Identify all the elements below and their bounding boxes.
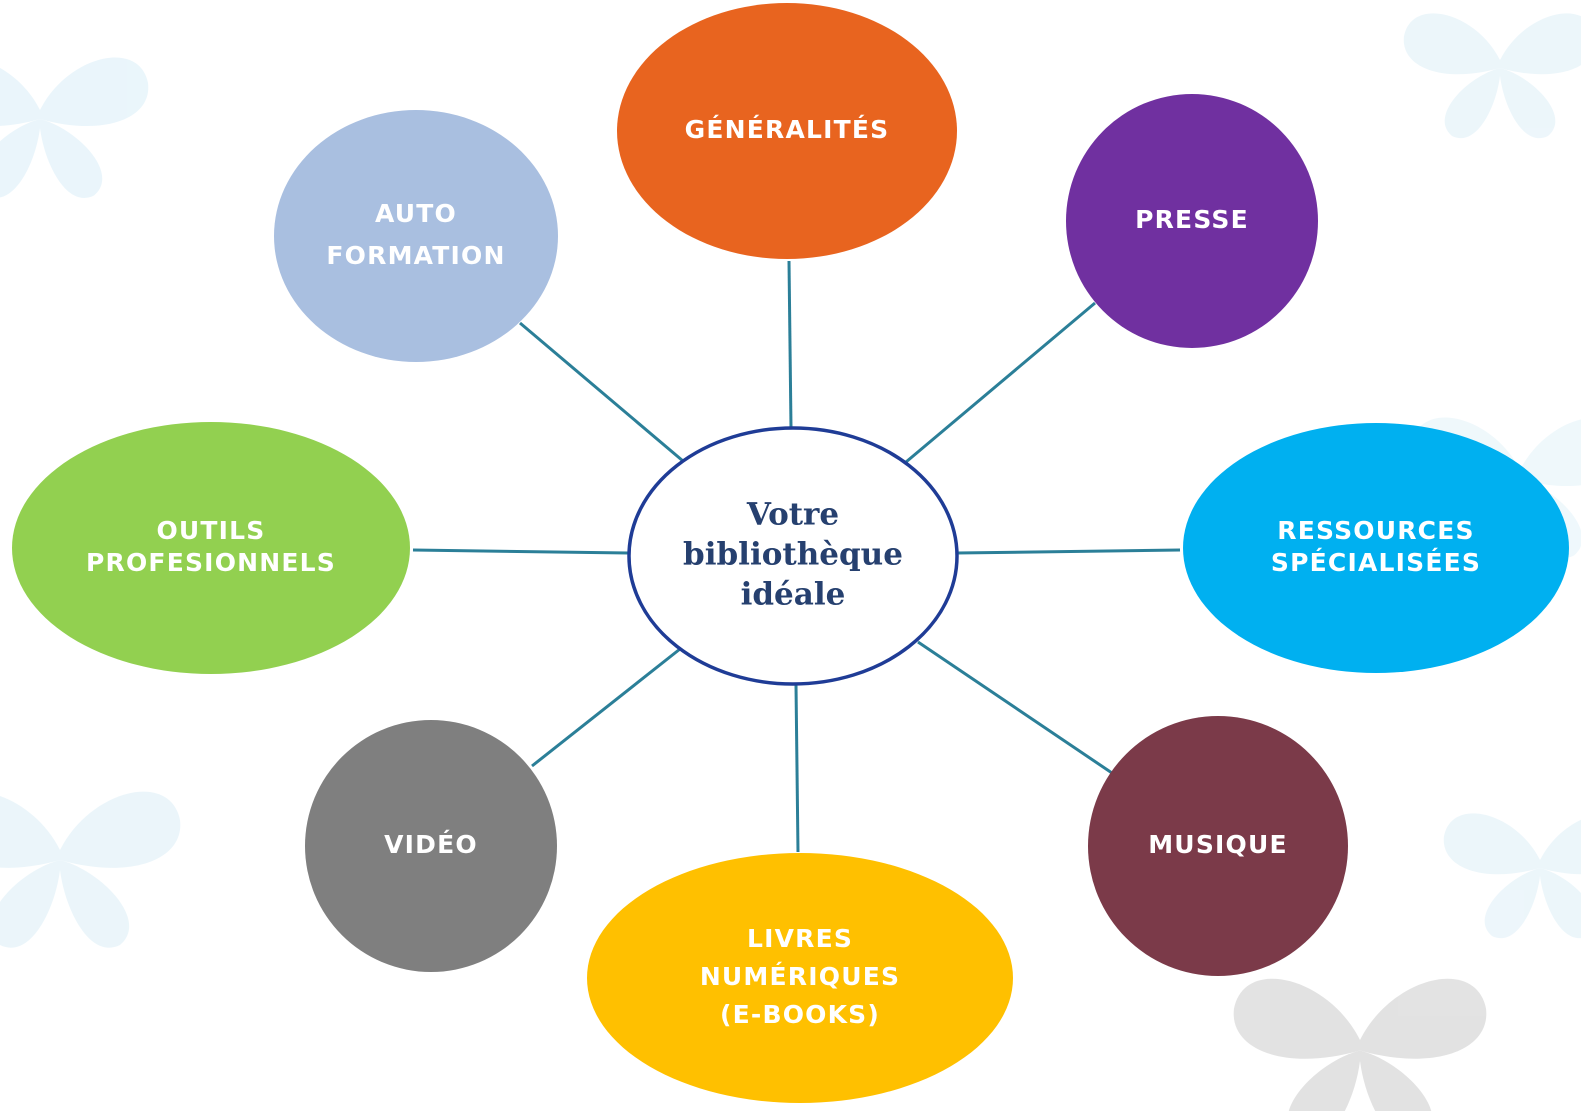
node-presse: PRESSE	[1066, 94, 1318, 348]
connector-livres-numeriques	[794, 684, 800, 853]
node-livres-numeriques-label: (E-BOOKS)	[720, 1000, 880, 1029]
node-outils-professionnels: OUTILS PROFESIONNELS	[12, 422, 410, 674]
connector-outils-professionnels	[412, 548, 629, 555]
butterfly-shape	[0, 791, 181, 948]
node-presse-label: PRESSE	[1135, 205, 1249, 234]
node-auto-formation-label: FORMATION	[326, 241, 505, 270]
node-video-label: VIDÉO	[384, 830, 478, 859]
butterfly-shape	[1233, 978, 1487, 1111]
node-outils-professionnels-label: PROFESIONNELS	[86, 548, 336, 577]
node-musique-bubble	[1088, 716, 1348, 976]
node-musique-label: MUSIQUE	[1148, 830, 1288, 859]
node-video-bubble	[305, 720, 557, 972]
node-auto-formation-label: AUTO	[375, 199, 457, 228]
connector-musique	[917, 640, 1113, 775]
category-nodes: GÉNÉRALITÉS PRESSE RESSOURCES SPÉCIALISÉES M…	[12, 3, 1569, 1103]
node-presse-bubble	[1066, 94, 1318, 348]
node-outils-professionnels-bubble	[12, 422, 410, 674]
center-bubble	[627, 426, 959, 686]
node-auto-formation: AUTO FORMATION	[274, 110, 558, 362]
center-label: bibliothèque	[683, 537, 903, 573]
node-ressources-specialisees-bubble	[1183, 423, 1569, 673]
node-livres-numeriques: LIVRES NUMÉRIQUES (E-BOOKS)	[587, 853, 1013, 1103]
connector-ressources-specialisees	[956, 548, 1181, 555]
center-node: Votre bibliothèque idéale	[627, 426, 959, 686]
node-video: VIDÉO	[305, 720, 557, 972]
connector-generalites	[787, 260, 793, 429]
node-ressources-specialisees-label: SPÉCIALISÉES	[1271, 548, 1481, 577]
connector-video	[531, 647, 681, 768]
center-label: idéale	[741, 577, 846, 613]
node-livres-numeriques-label: NUMÉRIQUES	[700, 962, 900, 991]
connectors	[412, 260, 1181, 853]
node-generalites-label: GÉNÉRALITÉS	[685, 115, 890, 144]
node-livres-numeriques-label: LIVRES	[747, 924, 853, 953]
node-generalites: GÉNÉRALITÉS	[617, 3, 957, 259]
connector-presse	[905, 301, 1096, 464]
center-label: Votre	[746, 497, 839, 533]
butterfly-shape	[1403, 13, 1581, 139]
node-livres-numeriques-bubble	[587, 853, 1013, 1103]
node-outils-professionnels-label: OUTILS	[156, 516, 265, 545]
node-ressources-specialisees-label: RESSOURCES	[1277, 516, 1474, 545]
node-musique: MUSIQUE	[1088, 716, 1348, 976]
node-ressources-specialisees: RESSOURCES SPÉCIALISÉES	[1183, 423, 1569, 673]
butterfly-shape	[1443, 813, 1581, 939]
connector-auto-formation	[519, 321, 684, 463]
node-generalites-bubble	[617, 3, 957, 259]
butterfly-shape	[0, 57, 149, 198]
node-auto-formation-bubble	[274, 110, 558, 362]
